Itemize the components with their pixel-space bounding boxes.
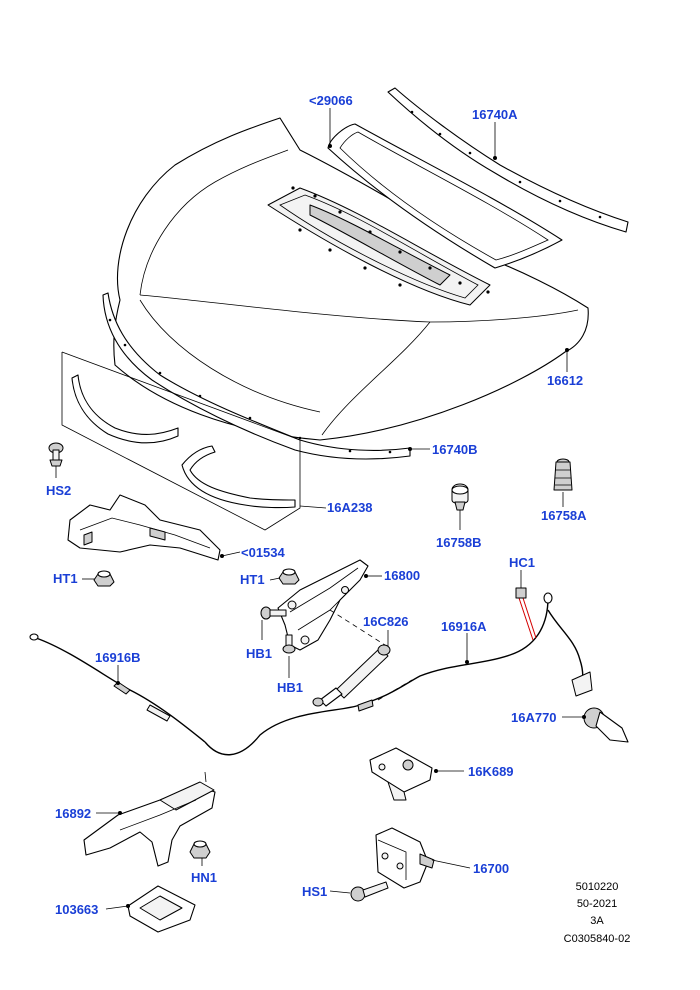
bonnet-panel (113, 117, 589, 441)
callout-16K689: 16K689 (468, 764, 514, 779)
callout-16612: 16612 (547, 373, 583, 388)
callout-103663: 103663 (55, 902, 98, 917)
striker-16K689 (369, 747, 433, 801)
bonnet-latch-16700 (375, 827, 435, 889)
seal-kit-16A238 (61, 351, 301, 531)
bolt-HB1-lower (282, 634, 296, 654)
callout-16700: 16700 (473, 861, 509, 876)
gas-strut-16C826 (312, 609, 391, 707)
hinge-bracket-01534 (67, 494, 221, 561)
release-handle-16A770 (571, 671, 629, 743)
callout-16740B: 16740B (432, 442, 478, 457)
callout-16916A: 16916A (441, 619, 487, 634)
callout-HC1: HC1 (509, 555, 535, 570)
callout-HS1: HS1 (302, 884, 327, 899)
nut-HT1-hinge (278, 568, 300, 585)
callout-16C826: 16C826 (363, 614, 409, 629)
bolt-HS1 (350, 881, 389, 902)
bump-stop-16758A (553, 458, 573, 491)
callout-16800: 16800 (384, 568, 420, 583)
callout-16A238: 16A238 (327, 500, 373, 515)
callout-HT1-left: HT1 (53, 571, 78, 586)
callout-16A770: 16A770 (511, 710, 557, 725)
clip-HC1 (515, 587, 527, 599)
callout-16892: 16892 (55, 806, 91, 821)
callout-29066: <29066 (309, 93, 353, 108)
callout-16758A: 16758A (541, 508, 587, 523)
callout-labels: <29066 16740A 16612 16740B HS2 16A238 16… (46, 93, 587, 917)
nut-HN1 (189, 840, 211, 859)
ref-line-4: C0305840-02 (564, 933, 631, 945)
callout-16916B: 16916B (95, 650, 141, 665)
nut-HT1-left (93, 570, 115, 587)
callout-HT1-hinge: HT1 (240, 572, 265, 587)
bump-stop-16758B (451, 483, 469, 511)
ref-line-2: 50-2021 (577, 898, 617, 910)
callout-HS2: HS2 (46, 483, 71, 498)
reference-block: 5010220 50-2021 3A C0305840-02 (564, 881, 631, 945)
screw-HS2 (48, 442, 64, 467)
ref-line-3: 3A (590, 915, 604, 927)
bonnet-scoop-insert (327, 123, 563, 269)
rear-seal-16740A (387, 87, 629, 233)
callout-HB1-lower: HB1 (277, 680, 303, 695)
pad-103663 (127, 885, 196, 933)
ref-line-1: 5010220 (576, 881, 619, 893)
callout-01534: <01534 (241, 545, 286, 560)
lock-bracket-16892 (83, 771, 216, 867)
callout-HB1-upper: HB1 (246, 646, 272, 661)
callout-16740A: 16740A (472, 107, 518, 122)
callout-16758B: 16758B (436, 535, 482, 550)
leader-lines (55, 108, 586, 910)
bolt-HB1-upper (260, 606, 287, 620)
callout-HN1: HN1 (191, 870, 217, 885)
